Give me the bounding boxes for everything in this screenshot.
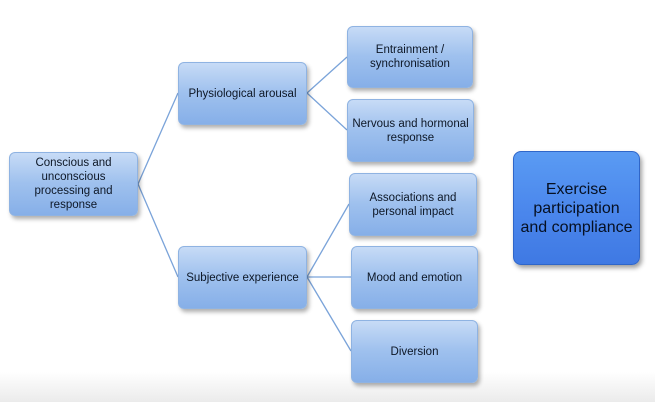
node-subjective-experience: Subjective experience bbox=[178, 246, 307, 309]
node-diversion: Diversion bbox=[351, 320, 478, 383]
node-associations: Associations and personal impact bbox=[349, 173, 477, 236]
connector-root-subjective bbox=[137, 183, 179, 278]
node-nervous-hormonal: Nervous and hormonal response bbox=[347, 99, 474, 162]
node-nervous-hormonal-label: Nervous and hormonal response bbox=[352, 117, 469, 144]
connector-physiological-nervous bbox=[306, 92, 348, 131]
node-mood-emotion-label: Mood and emotion bbox=[366, 271, 463, 284]
node-root-label: Conscious and unconscious processing and… bbox=[34, 157, 113, 211]
slide-footer-band bbox=[0, 372, 655, 402]
node-physiological-arousal-label: Physiological arousal bbox=[188, 87, 297, 100]
node-exercise-outcome: Exercise participation and compliance bbox=[513, 151, 640, 265]
connector-root-physiological bbox=[137, 92, 179, 185]
node-root: Conscious and unconscious processing and… bbox=[9, 152, 138, 216]
node-entrainment: Entrainment / synchronisation bbox=[347, 26, 473, 88]
connector-physiological-entrainment bbox=[306, 56, 348, 94]
node-associations-label: Associations and personal impact bbox=[369, 191, 457, 218]
connector-subjective-diversion bbox=[306, 276, 352, 352]
connector-subjective-associations bbox=[306, 203, 350, 278]
node-subjective-experience-label: Subjective experience bbox=[186, 271, 299, 284]
node-diversion-label: Diversion bbox=[390, 345, 439, 358]
node-physiological-arousal: Physiological arousal bbox=[178, 62, 307, 125]
node-exercise-outcome-label: Exercise participation and compliance bbox=[520, 180, 633, 236]
node-entrainment-label: Entrainment / synchronisation bbox=[370, 44, 450, 70]
node-mood-emotion: Mood and emotion bbox=[351, 246, 478, 309]
